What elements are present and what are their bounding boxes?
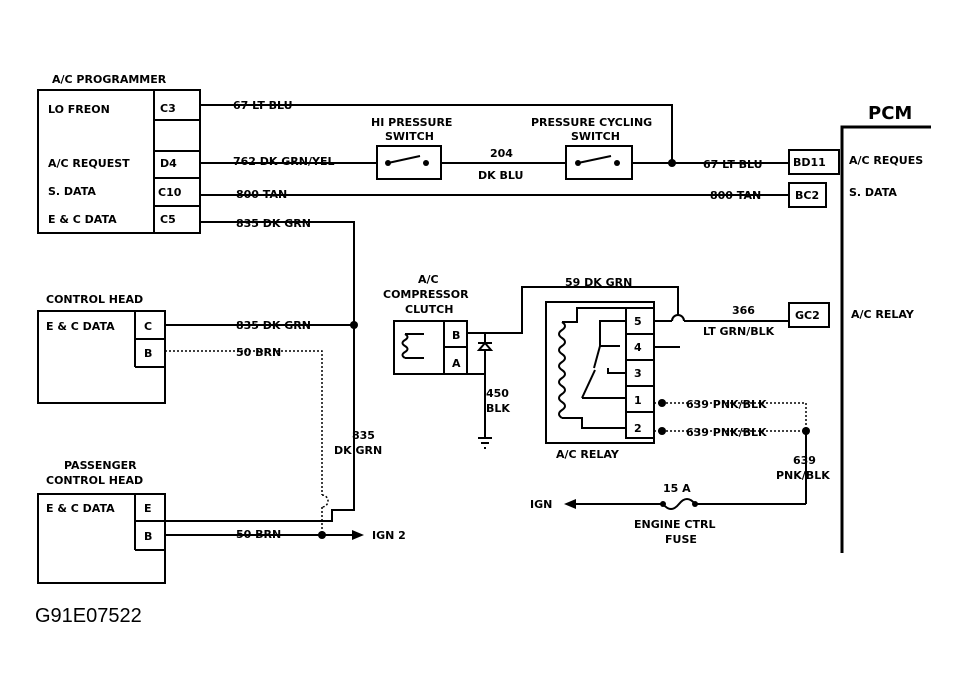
pcm: PCM BD11 BC2 GC2 A/C REQUES S. DATA A/C … [788,103,931,553]
ac-programmer-row-label: A/C REQUEST [48,157,130,170]
figure-code: G91E07522 [35,605,142,627]
passenger-head-pin: E [144,502,152,515]
ac-programmer-pin: C5 [160,213,176,226]
switch-label: PRESSURE CYCLING [531,116,652,129]
relay-pin: 5 [634,315,642,328]
pressure-cycling-switch: PRESSURE CYCLING SWITCH [531,116,652,180]
passenger-head-title: CONTROL HEAD [46,474,143,487]
relay-title: A/C RELAY [556,448,620,461]
wire-label: 800 TAN [710,189,761,202]
wire-639: 639 PNK/BLK 639 PNK/BLK 639 PNK/BLK IGN … [530,398,830,546]
relay-pin: 3 [634,367,642,380]
passenger-head-title: PASSENGER [64,459,137,472]
wire-label: 639 [793,454,816,467]
switch-label: HI PRESSURE [371,116,452,129]
wires-upper: 67 LT BLU 762 DK GRN/YEL HI PRESSURE SWI… [165,99,789,522]
passenger-head-pin: B [144,530,152,543]
wire-label: 366 [732,304,755,317]
ac-programmer-pin: D4 [160,157,177,170]
ign-label: IGN [530,498,552,511]
passenger-head-box [37,493,166,584]
pcm-label: S. DATA [849,186,897,199]
wire-label: 800 TAN [236,188,287,201]
wire-label: LT GRN/BLK [703,325,775,338]
ac-programmer-pin: C10 [158,186,182,199]
ac-programmer-pin: C3 [160,102,176,115]
wire-label: DK BLU [478,169,523,182]
passenger-head-row-label: E & C DATA [46,502,115,515]
compressor-title: COMPRESSOR [383,288,469,301]
wire-label: 450 [486,387,509,400]
relay-pin: 4 [634,341,642,354]
pcm-connector: BD11 [793,156,826,169]
compressor-pin: B [452,329,460,342]
ac-programmer-row-label: S. DATA [48,185,96,198]
switch-label: SWITCH [385,130,434,143]
control-head-box [37,310,166,404]
wire-label: 835 DK GRN [236,319,311,332]
ac-programmer-box [37,89,201,234]
pcm-label: A/C REQUES [849,154,923,167]
control-head: CONTROL HEAD E & C DATA C B [37,293,166,404]
relay-pin: 1 [634,394,642,407]
fuse-label: FUSE [665,533,697,546]
wire-label: 639 PNK/BLK [686,398,767,411]
wire-366: 366 LT GRN/BLK [654,304,789,338]
ac-programmer-row-label: LO FREON [48,103,110,116]
pcm-label: A/C RELAY [851,308,915,321]
compressor-title: CLUTCH [405,303,453,316]
wire-label: 50 BRN [236,346,281,359]
pcm-title: PCM [868,103,912,124]
switch-label: SWITCH [571,130,620,143]
wire-label: PNK/BLK [776,469,830,482]
hi-pressure-switch: HI PRESSURE SWITCH [371,116,452,180]
fuse-rating: 15 A [663,482,691,495]
wire-label: BLK [486,402,510,415]
wire-label: 762 DK GRN/YEL [233,155,335,168]
wire-label: 835 [352,429,375,442]
passenger-control-head: PASSENGER CONTROL HEAD E & C DATA E B [37,459,166,584]
wire-label: 639 PNK/BLK [686,426,767,439]
control-head-pin: C [144,320,152,333]
wire-label: 204 [490,147,513,160]
relay-pin: 2 [634,422,642,435]
ac-programmer-title: A/C PROGRAMMER [52,73,167,86]
wire-label: 67 LT BLU [233,99,293,112]
wire-label: 59 DK GRN [565,276,632,289]
compressor-pin: A [452,357,461,370]
ac-compressor-clutch: A/C COMPRESSOR CLUTCH B A 450 BLK [383,273,510,449]
ac-programmer: A/C PROGRAMMER LO FREON A/C REQUEST S. D… [37,73,201,234]
control-head-pin: B [144,347,152,360]
control-head-title: CONTROL HEAD [46,293,143,306]
wire-label: DK GRN [334,444,382,457]
fuse-label: ENGINE CTRL [634,518,715,531]
wires-brn: 50 BRN 50 BRN IGN 2 [165,346,406,542]
wire-label: 835 DK GRN [236,217,311,230]
ac-relay: 5 4 3 1 2 A/C RELAY [545,301,680,461]
ac-programmer-row-label: E & C DATA [48,213,117,226]
control-head-row-label: E & C DATA [46,320,115,333]
pcm-connector: GC2 [795,309,820,322]
compressor-title: A/C [418,273,439,286]
wire-59: 59 DK GRN [485,276,679,334]
wire-label: 67 LT BLU [703,158,763,171]
pcm-connector: BC2 [795,189,819,202]
ign2-label: IGN 2 [372,529,406,542]
wire-label: 50 BRN [236,528,281,541]
